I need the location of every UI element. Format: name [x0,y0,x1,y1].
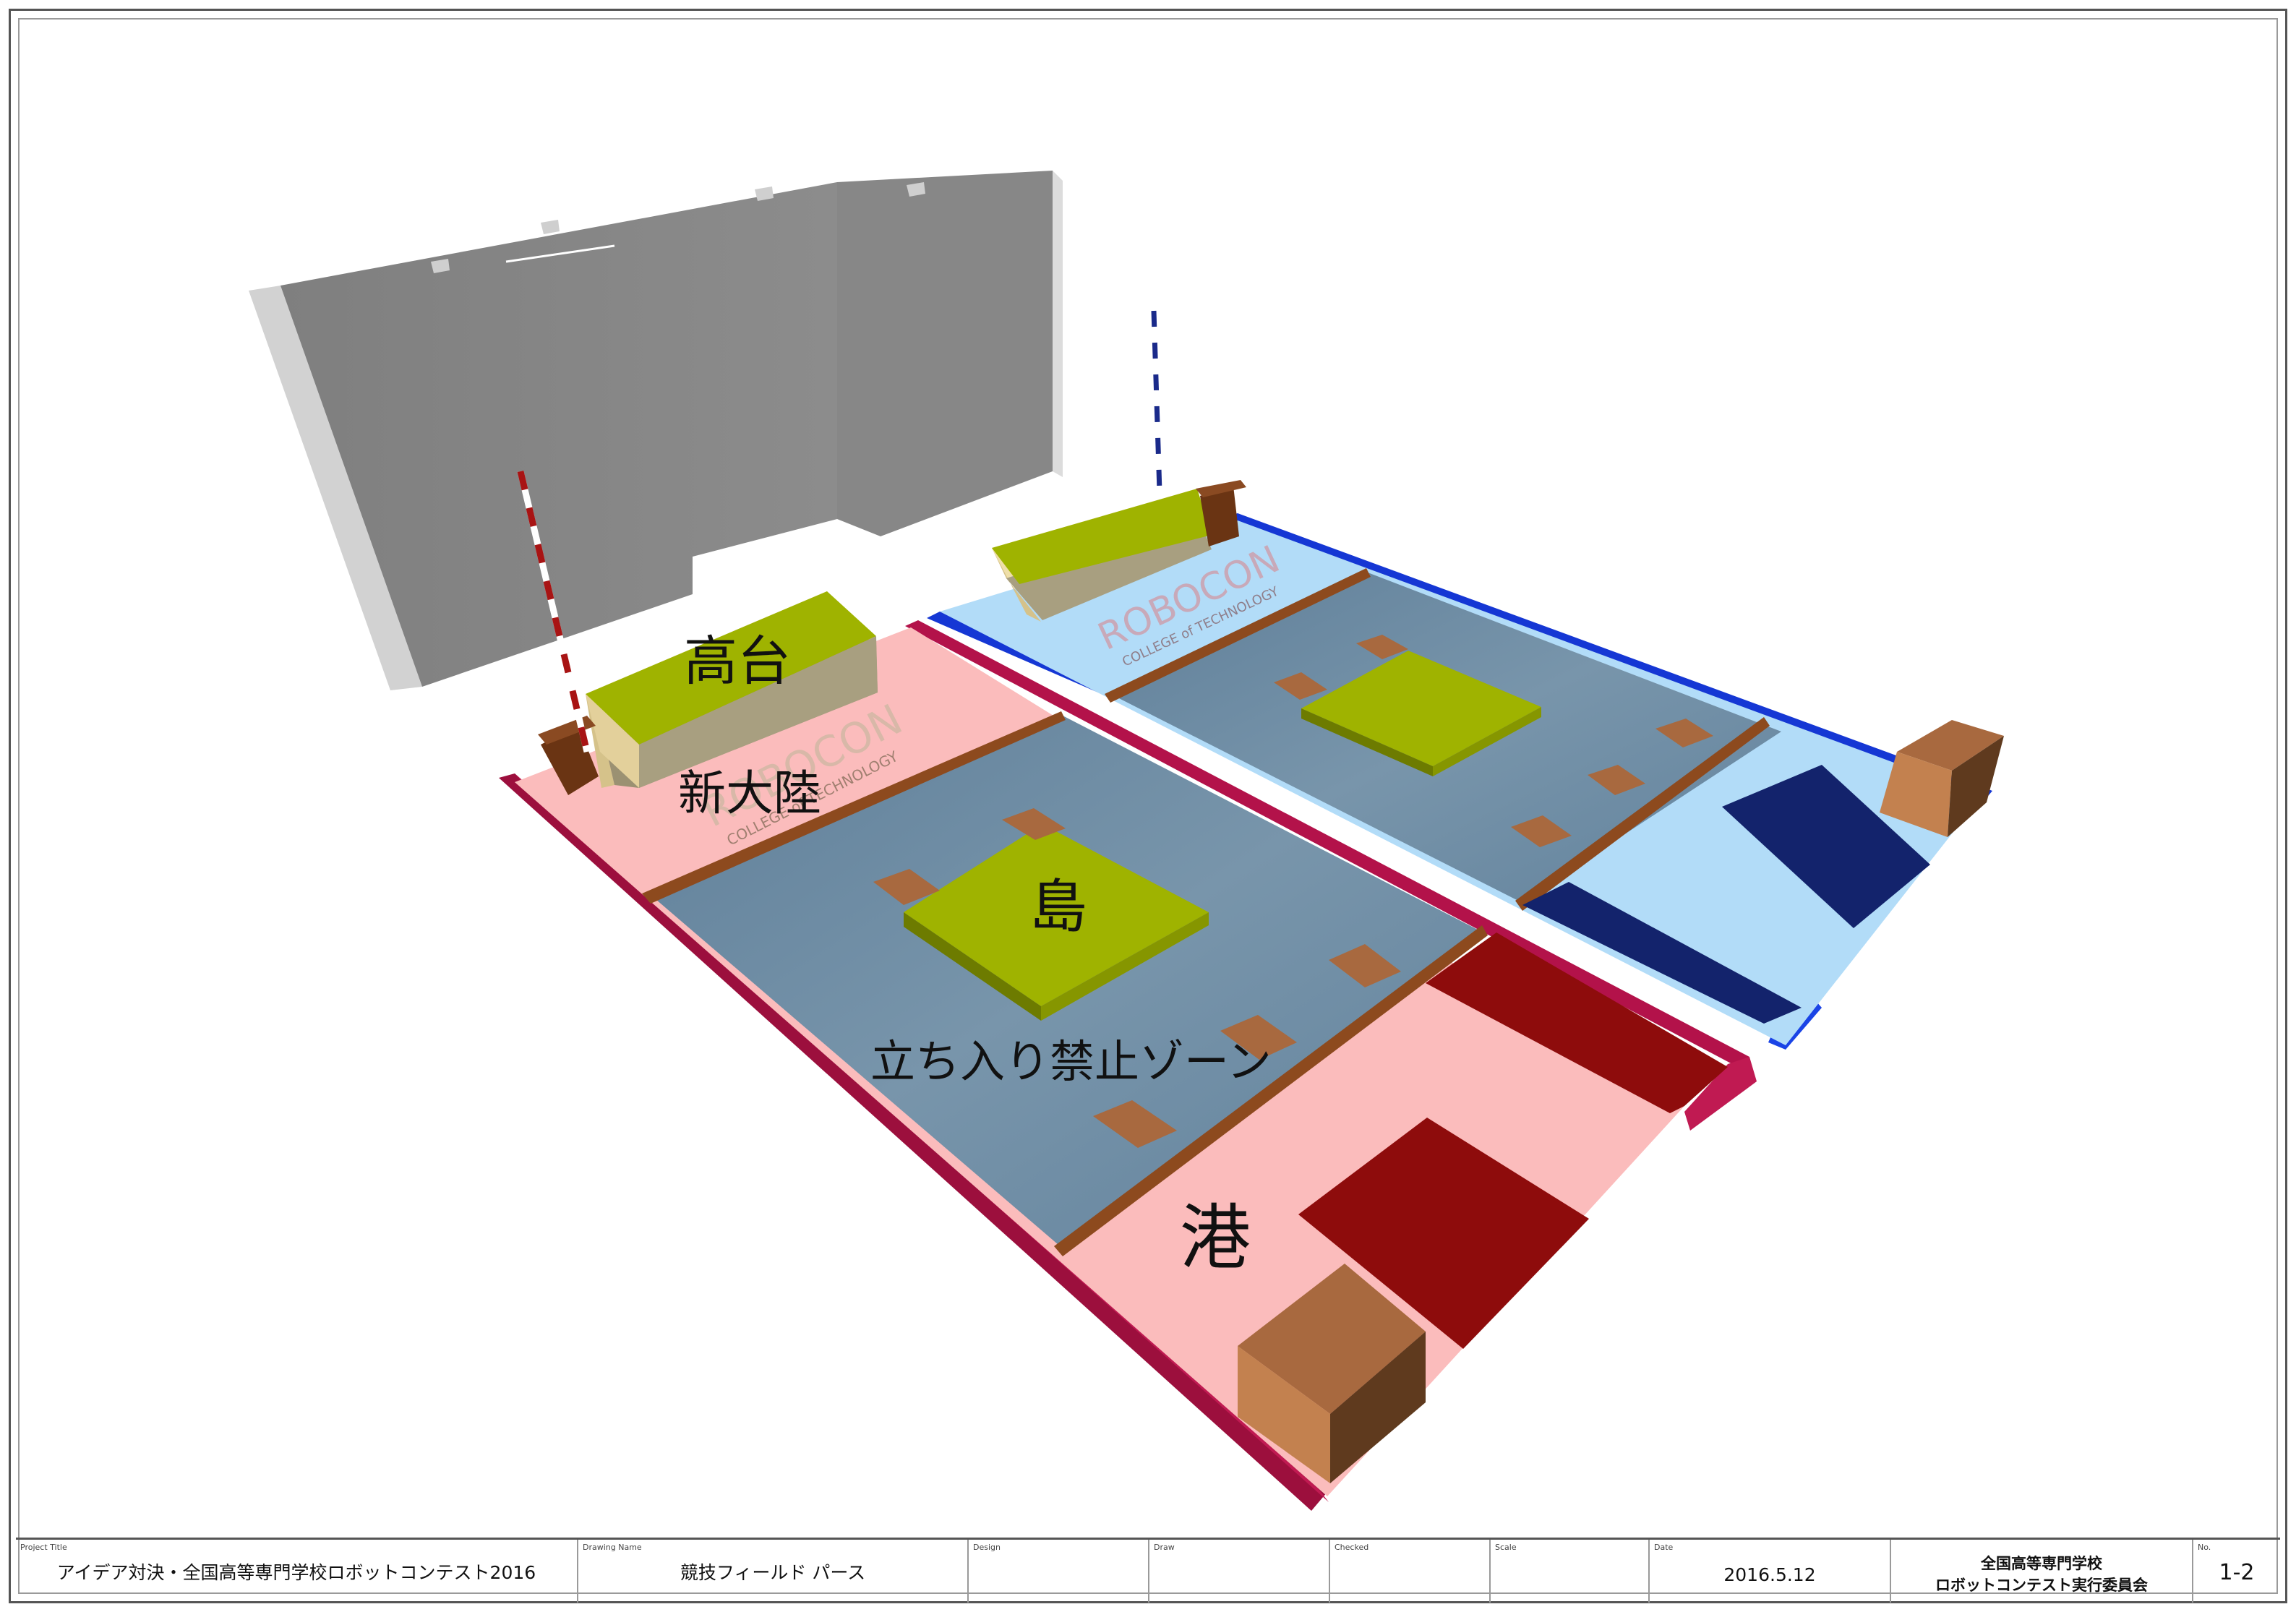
design-caption: Design [973,1543,1001,1552]
draw-caption: Draw [1154,1543,1175,1552]
drawing-name-caption: Drawing Name [583,1543,642,1552]
field-perspective-drawing: ROBOCON COLLEGE of TECHNOLOGY ROBOCON CO… [249,171,2004,1511]
back-wall [249,171,1063,690]
drawing-name-cell: Drawing Name 競技フィールド パース [578,1540,969,1603]
number-cell: No. 1-2 [2193,1540,2280,1603]
project-title: アイデア対決・全国高等専門学校ロボットコンテスト2016 [56,1562,536,1583]
project-title-cell: Project Title アイデア対決・全国高等専門学校ロボットコンテスト20… [16,1540,578,1603]
drawing-number: 1-2 [2219,1560,2255,1585]
organization: 全国高等専門学校 ロボットコンテスト実行委員会 [1891,1553,2192,1596]
organization-line-2: ロボットコンテスト実行委員会 [1935,1577,2148,1594]
date-value: 2016.5.12 [1723,1564,1816,1585]
label-new-continent: 新大陸 [678,766,821,821]
label-highland: 高台 [684,630,791,693]
organization-cell: 全国高等専門学校 ロボットコンテスト実行委員会 [1891,1540,2193,1603]
checked-cell: Checked [1330,1540,1491,1603]
project-title-caption: Project Title [20,1543,67,1552]
drawing-name: 競技フィールド パース [680,1562,866,1583]
label-port: 港 [1180,1197,1251,1279]
date-cell: Date 2016.5.12 [1650,1540,1891,1603]
label-island: 島 [1029,873,1087,940]
design-cell: Design [969,1540,1149,1603]
scale-cell: Scale [1491,1540,1650,1603]
title-block: Project Title アイデア対決・全国高等専門学校ロボットコンテスト20… [16,1538,2280,1603]
date-caption: Date [1654,1543,1674,1552]
red-field [499,470,1757,1511]
organization-line-1: 全国高等専門学校 [1981,1555,2102,1572]
checked-caption: Checked [1335,1543,1369,1552]
number-caption: No. [2198,1543,2211,1552]
scale-caption: Scale [1495,1543,1517,1552]
blue-field [927,310,2004,1050]
draw-cell: Draw [1149,1540,1330,1603]
label-no-entry-zone: 立ち入り禁止ゾーン [870,1035,1272,1088]
